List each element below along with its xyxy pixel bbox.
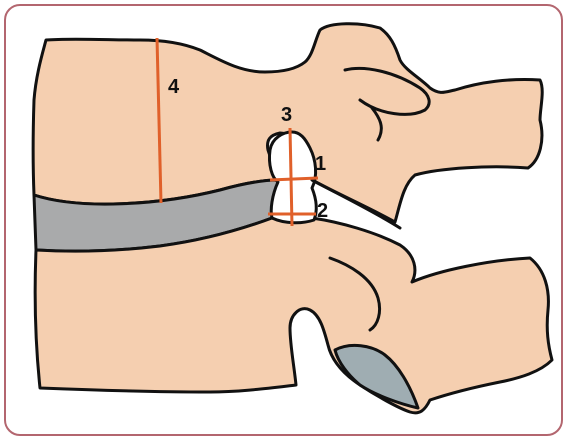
label-3: 3: [281, 104, 292, 126]
label-1: 1: [315, 153, 326, 175]
measurement-line-1: [270, 178, 318, 180]
measurement-line-3: [290, 128, 292, 226]
label-2: 2: [317, 200, 328, 222]
label-4: 4: [168, 76, 180, 98]
